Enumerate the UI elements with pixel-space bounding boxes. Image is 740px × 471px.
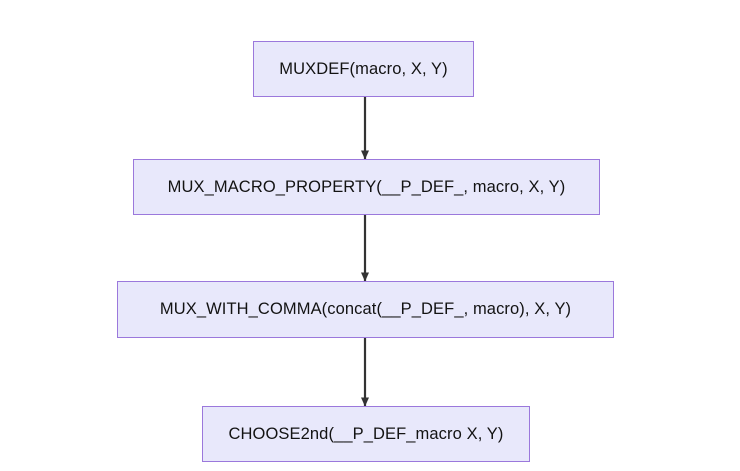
flowchart-node-mux-with-comma[interactable]: MUX_WITH_COMMA(concat(__P_DEF_, macro), … [117, 281, 614, 338]
flowchart-node-label: MUXDEF(macro, X, Y) [279, 59, 448, 78]
flowchart-node-label: MUX_MACRO_PROPERTY(__P_DEF_, macro, X, Y… [167, 177, 566, 196]
flowchart-node-choose2nd[interactable]: CHOOSE2nd(__P_DEF_macro X, Y) [202, 406, 530, 462]
flowchart-node-label: CHOOSE2nd(__P_DEF_macro X, Y) [228, 424, 504, 443]
flowchart-node-mux-macro-property[interactable]: MUX_MACRO_PROPERTY(__P_DEF_, macro, X, Y… [133, 159, 600, 215]
flowchart-node-label: MUX_WITH_COMMA(concat(__P_DEF_, macro), … [159, 300, 572, 319]
flowchart-node-muxdef[interactable]: MUXDEF(macro, X, Y) [253, 41, 474, 97]
